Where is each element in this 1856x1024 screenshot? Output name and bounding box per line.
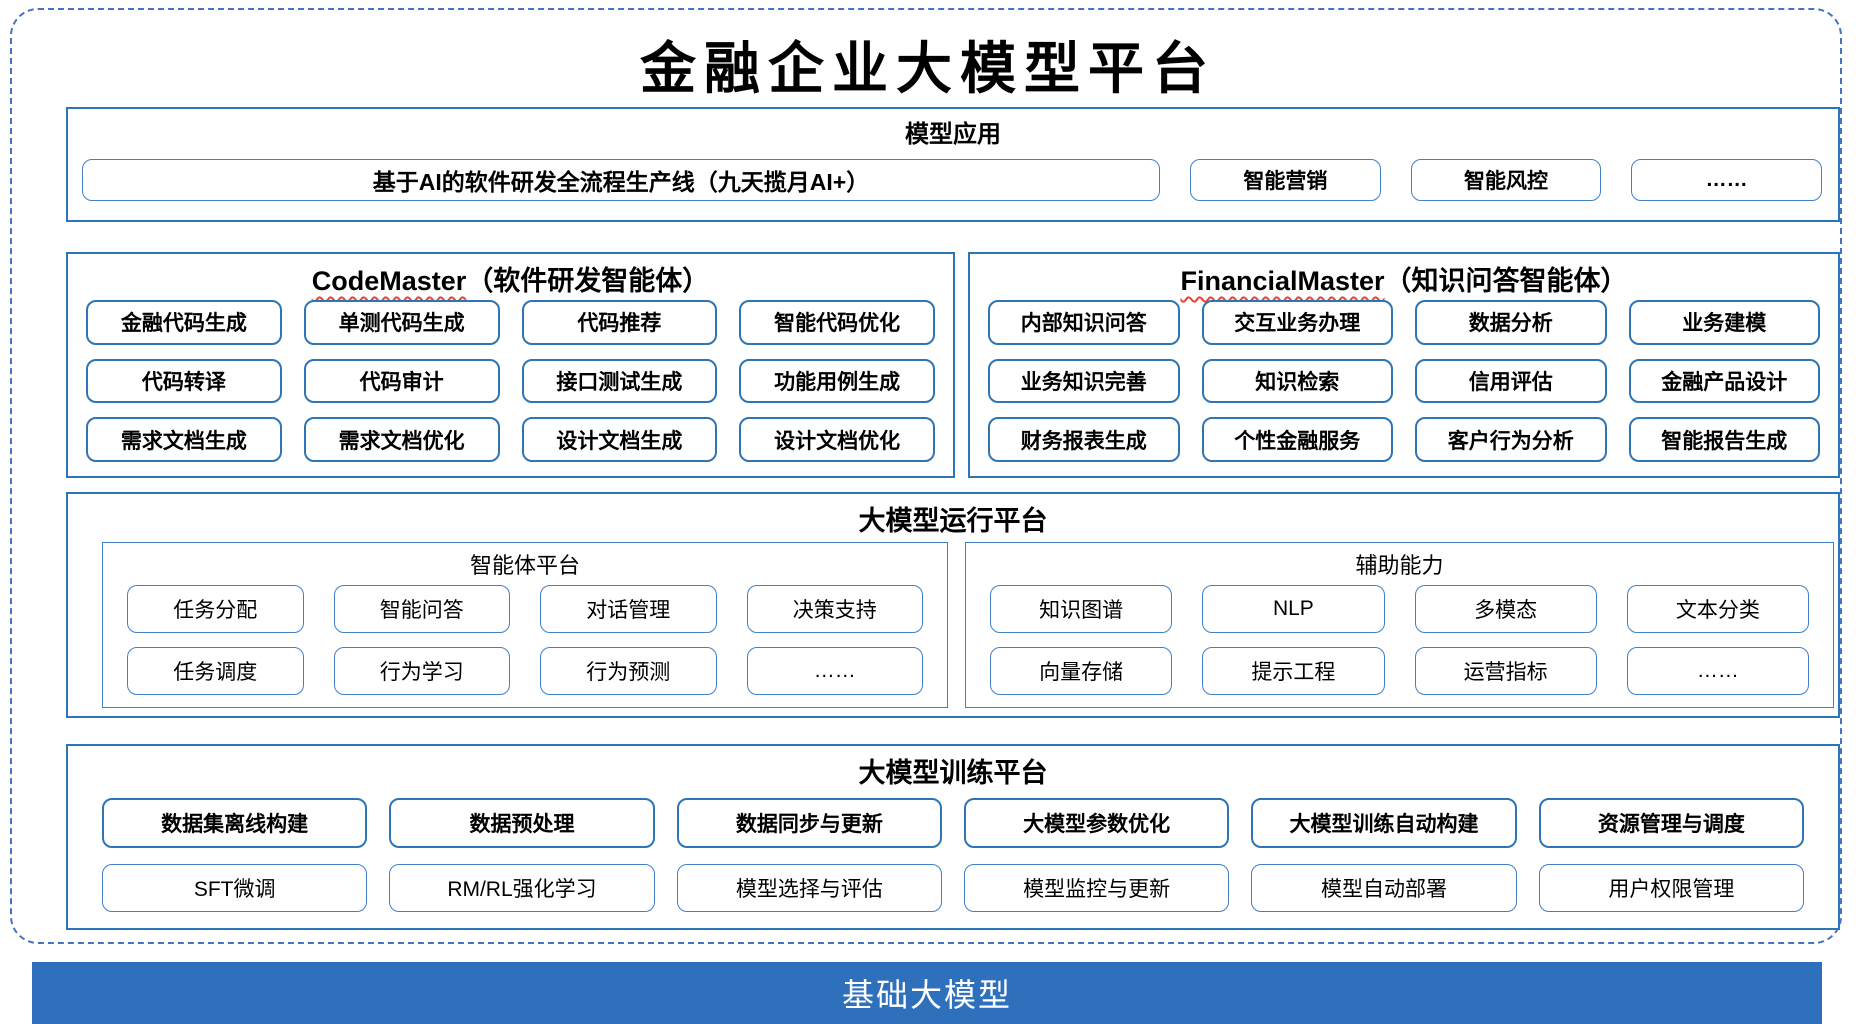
aux-cell: 运营指标: [1414, 647, 1597, 695]
codemaster-cell: 智能代码优化: [739, 300, 935, 345]
agent-platform-grid: 任务分配 智能问答 对话管理 决策支持 任务调度 行为学习 行为预测 ……: [127, 585, 923, 695]
financialmaster-cell: 业务知识完善: [988, 358, 1180, 404]
app-box-risk-control: 智能风控: [1410, 159, 1602, 201]
codemaster-cell: 设计文档生成: [521, 417, 718, 462]
aux-cell: 知识图谱: [990, 585, 1173, 633]
section-codemaster: CodeMaster（软件研发智能体） 金融代码生成 单测代码生成 代码推荐 智…: [66, 252, 955, 478]
aux-cell: 文本分类: [1626, 585, 1809, 633]
agent-platform-header: 智能体平台: [469, 553, 580, 578]
aux-cell: 多模态: [1414, 585, 1597, 633]
training-cell: 大模型训练自动构建: [1251, 798, 1517, 848]
codemaster-cell: 代码审计: [303, 358, 500, 404]
runtime-platform-header: 大模型运行平台: [858, 506, 1048, 536]
financialmaster-cell: 知识检索: [1201, 358, 1393, 404]
training-platform-header: 大模型训练平台: [858, 758, 1048, 788]
agent-cell: 对话管理: [540, 585, 717, 633]
training-platform-grid: 数据集离线构建 数据预处理 数据同步与更新 大模型参数优化 大模型训练自动构建 …: [102, 798, 1804, 912]
agent-platform-box: 智能体平台 任务分配 智能问答 对话管理 决策支持 任务调度 行为学习 行为预测…: [102, 542, 948, 708]
app-box-ellipsis: ……: [1631, 159, 1823, 201]
codemaster-header: CodeMaster（软件研发智能体）: [68, 254, 953, 298]
aux-cell: NLP: [1202, 585, 1385, 633]
codemaster-cell: 设计文档优化: [739, 417, 935, 462]
training-cell: 数据同步与更新: [676, 798, 942, 848]
aux-cell: 提示工程: [1202, 647, 1385, 695]
training-cell: 模型自动部署: [1251, 864, 1517, 912]
agent-cell: 行为预测: [540, 647, 717, 695]
outer-dashed-frame: [10, 8, 1842, 944]
financialmaster-title-en: FinancialMaster: [1180, 266, 1385, 296]
financialmaster-grid: 内部知识问答 交互业务办理 数据分析 业务建模 业务知识完善 知识检索 信用评估…: [988, 300, 1820, 462]
page-title: 金融企业大模型平台: [640, 39, 1216, 101]
codemaster-title-zh: （软件研发智能体）: [466, 266, 710, 296]
codemaster-cell: 功能用例生成: [739, 358, 935, 404]
agent-cell: ……: [746, 647, 923, 695]
aux-capability-header: 辅助能力: [1355, 553, 1444, 578]
financialmaster-cell: 交互业务办理: [1201, 300, 1393, 345]
training-cell: 数据预处理: [389, 798, 655, 848]
section-runtime-platform: 大模型运行平台 智能体平台 任务分配 智能问答 对话管理 决策支持 任务调度 行…: [66, 492, 1840, 718]
section-training-platform: 大模型训练平台 数据集离线构建 数据预处理 数据同步与更新 大模型参数优化 大模…: [66, 744, 1840, 930]
codemaster-title-en: CodeMaster: [311, 266, 467, 296]
codemaster-cell: 需求文档优化: [303, 417, 500, 462]
codemaster-cell: 接口测试生成: [521, 358, 718, 404]
financialmaster-title-zh: （知识问答智能体）: [1384, 266, 1628, 296]
financialmaster-cell: 业务建模: [1628, 300, 1820, 345]
codemaster-cell: 需求文档生成: [86, 417, 282, 462]
training-cell: 数据集离线构建: [102, 798, 368, 848]
aux-cell: 向量存储: [990, 647, 1173, 695]
financialmaster-cell: 财务报表生成: [988, 417, 1180, 462]
training-cell: 模型选择与评估: [676, 864, 942, 912]
aux-cell: ……: [1626, 647, 1809, 695]
section-model-applications: 模型应用 基于AI的软件研发全流程生产线（九天揽月AI+） 智能营销 智能风控 …: [66, 107, 1840, 222]
training-cell: SFT微调: [102, 864, 368, 912]
codemaster-cell: 单测代码生成: [303, 300, 500, 345]
financialmaster-cell: 客户行为分析: [1415, 417, 1607, 462]
codemaster-grid: 金融代码生成 单测代码生成 代码推荐 智能代码优化 代码转译 代码审计 接口测试…: [86, 300, 935, 462]
training-cell: 用户权限管理: [1538, 864, 1804, 912]
agent-cell: 任务调度: [127, 647, 304, 695]
aux-capability-box: 辅助能力 知识图谱 NLP 多模态 文本分类 向量存储 提示工程 运营指标 ……: [965, 542, 1834, 708]
training-cell: RM/RL强化学习: [389, 864, 655, 912]
codemaster-cell: 金融代码生成: [86, 300, 282, 345]
financialmaster-cell: 信用评估: [1415, 358, 1607, 404]
financialmaster-cell: 内部知识问答: [988, 300, 1180, 345]
training-cell: 模型监控与更新: [964, 864, 1230, 912]
agent-cell: 行为学习: [333, 647, 510, 695]
financialmaster-cell: 金融产品设计: [1628, 358, 1820, 404]
financialmaster-cell: 数据分析: [1415, 300, 1607, 345]
financialmaster-cell: 智能报告生成: [1628, 417, 1820, 462]
agent-cell: 智能问答: [333, 585, 510, 633]
codemaster-cell: 代码转译: [86, 358, 282, 404]
app-pipeline-box: 基于AI的软件研发全流程生产线（九天揽月AI+）: [82, 159, 1160, 201]
model-applications-header: 模型应用: [905, 121, 1001, 148]
section-financialmaster: FinancialMaster（知识问答智能体） 内部知识问答 交互业务办理 数…: [968, 252, 1840, 478]
financialmaster-header: FinancialMaster（知识问答智能体）: [970, 254, 1838, 298]
training-cell: 大模型参数优化: [964, 798, 1230, 848]
codemaster-cell: 代码推荐: [521, 300, 718, 345]
training-cell: 资源管理与调度: [1538, 798, 1804, 848]
agent-cell: 任务分配: [127, 585, 304, 633]
model-applications-row: 基于AI的软件研发全流程生产线（九天揽月AI+） 智能营销 智能风控 ……: [82, 159, 1823, 201]
financialmaster-cell: 个性金融服务: [1201, 417, 1393, 462]
foundation-model-bar: 基础大模型: [32, 962, 1822, 1024]
app-box-marketing: 智能营销: [1190, 159, 1381, 201]
agent-cell: 决策支持: [746, 585, 923, 633]
aux-capability-grid: 知识图谱 NLP 多模态 文本分类 向量存储 提示工程 运营指标 ……: [990, 585, 1809, 695]
